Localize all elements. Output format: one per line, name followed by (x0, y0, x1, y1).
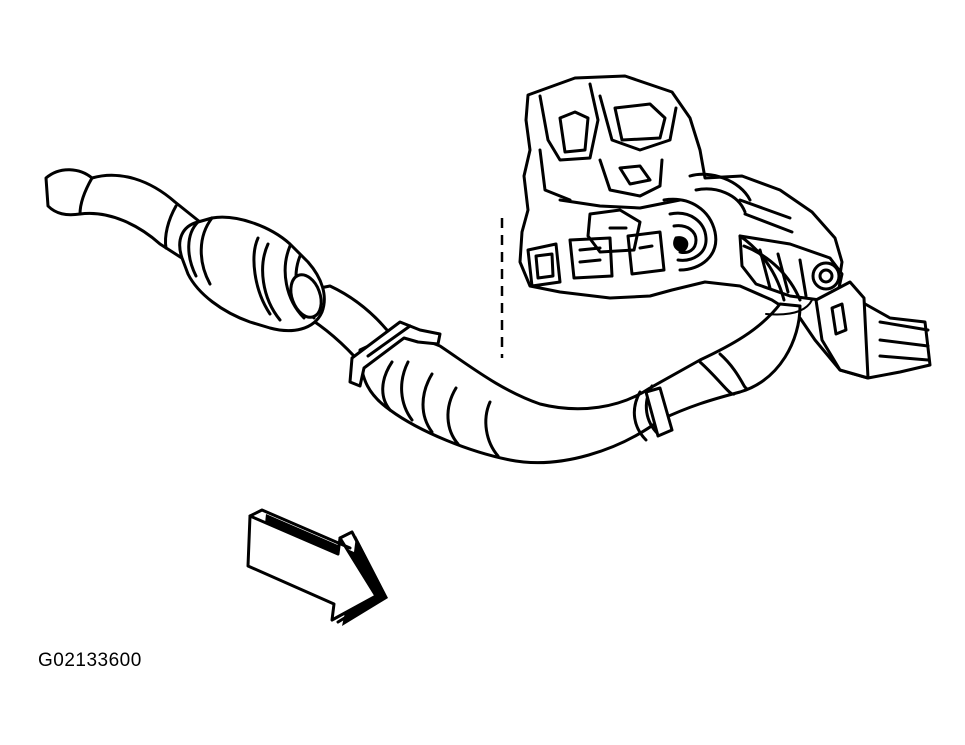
exhaust-pipe (44, 168, 813, 465)
engine-transmission-assembly (500, 74, 932, 380)
catalytic-converter (178, 215, 326, 333)
figure-code-label: G02133600 (38, 650, 142, 671)
front-direction-arrow (246, 508, 388, 626)
